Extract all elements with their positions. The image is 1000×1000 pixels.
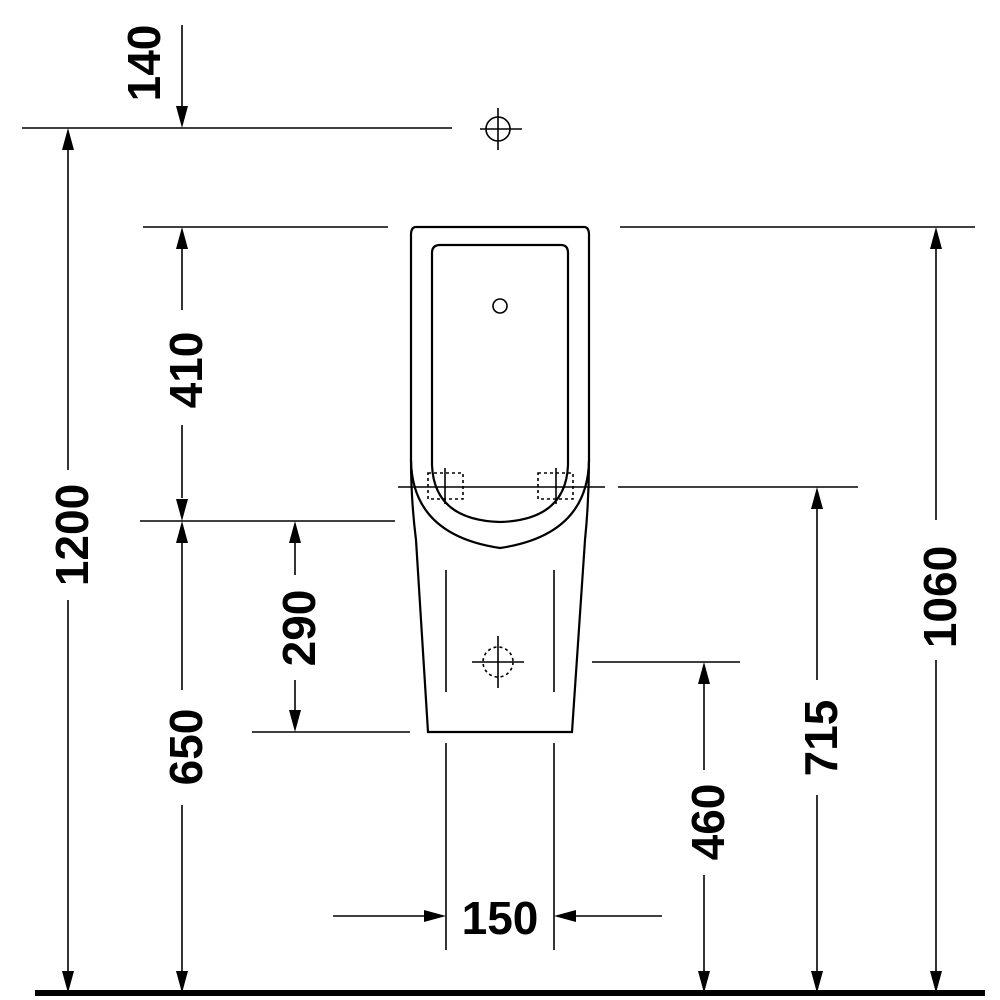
outlet-width-arrow-right <box>554 910 576 922</box>
dimension-label-410: 410 <box>160 332 212 409</box>
top-to-mount-arrow-bottom <box>176 499 188 521</box>
overall-height-arrow-bottom <box>62 971 74 993</box>
overall-height-arrow-top <box>62 128 74 150</box>
top-to-mount-arrow-top <box>176 227 188 249</box>
outlet-crosshair-icon <box>472 636 524 688</box>
rim-height-arrow-bottom <box>930 971 942 993</box>
inlet-crosshair-icon <box>480 108 522 150</box>
bowl-bottom-height-arrow-bottom <box>176 971 188 993</box>
outlet-height-arrow-bottom <box>698 971 710 993</box>
mount-to-bowl-bottom-arrow-top <box>289 521 301 543</box>
outlet-height-arrow-top <box>698 662 710 684</box>
dimension-label-650: 650 <box>160 709 212 786</box>
mount-to-bowl-bottom-arrow-bottom <box>289 710 301 732</box>
outlet-width-arrow-left <box>424 910 446 922</box>
mounting-bracket-left-icon <box>427 468 464 504</box>
rim-height-arrow-top <box>930 227 942 249</box>
sensor-icon <box>492 298 508 314</box>
mounting-bracket-right-icon <box>537 468 574 504</box>
mount-height-arrow-top <box>811 487 823 509</box>
urinal-body <box>409 225 591 734</box>
bowl-bottom-height-arrow-top <box>176 521 188 543</box>
inlet-offset-arrow <box>176 106 188 128</box>
dimension-label-1060: 1060 <box>914 546 966 648</box>
mount-height-arrow-bottom <box>811 971 823 993</box>
dimension-label-460: 460 <box>682 784 734 861</box>
dimension-label-290: 290 <box>273 590 325 667</box>
dimension-label-150: 150 <box>462 892 539 944</box>
dimension-label-715: 715 <box>795 700 847 777</box>
dimension-label-1200: 1200 <box>46 484 98 586</box>
dimension-label-140: 140 <box>118 25 170 102</box>
